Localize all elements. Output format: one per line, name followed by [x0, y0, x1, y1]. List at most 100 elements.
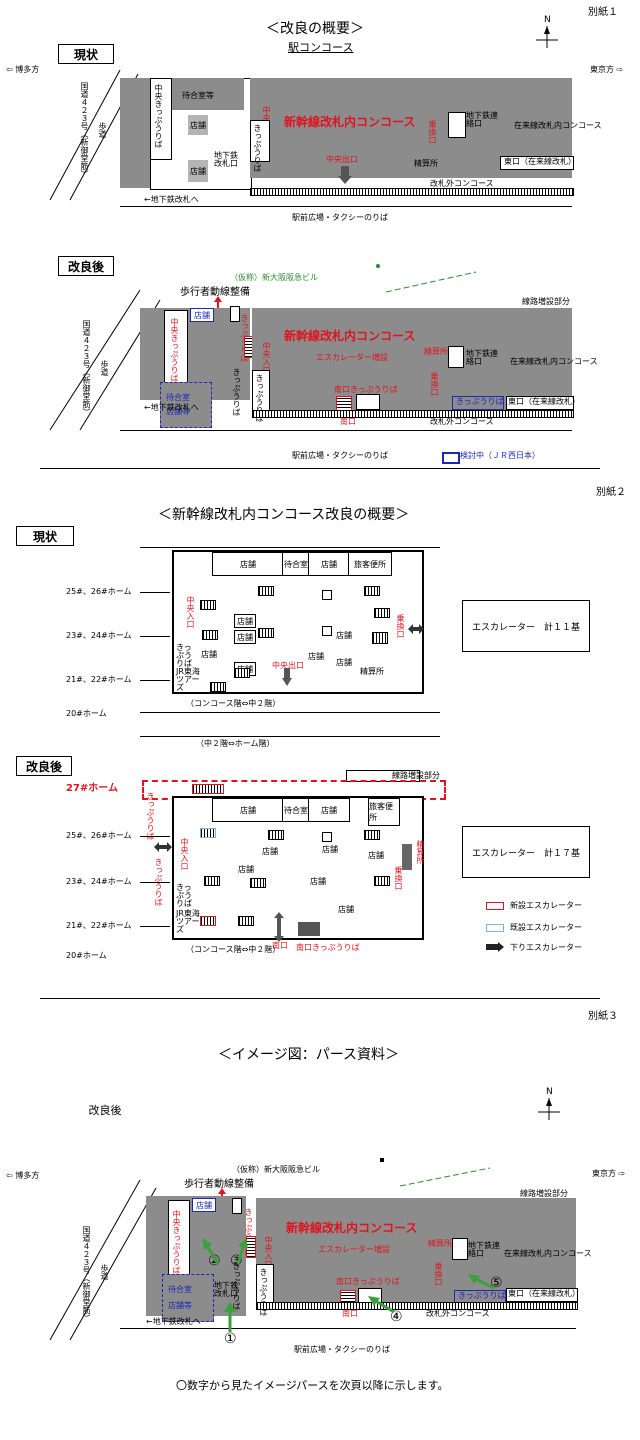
- legend-label: 検討中（ＪＲ西日本）: [460, 451, 540, 460]
- waiting-block-improved: [160, 382, 212, 428]
- north-label: N: [544, 15, 551, 25]
- s2i-platform-2: 23#、24#ホーム: [66, 877, 132, 886]
- s2-platform-1: 25#、26#ホーム: [66, 587, 132, 596]
- divider-2: [40, 998, 600, 999]
- s2-shop-3: 店舗: [234, 614, 256, 628]
- s2-esc-8: [374, 608, 390, 618]
- s2-top-line: [140, 547, 440, 548]
- s3-subway-gate: 地下鉄改札口: [214, 1281, 238, 1298]
- s2-shop-2: 店舗: [308, 552, 350, 576]
- s2i-esc-4: [204, 876, 220, 886]
- s2-central-exit: 中央出口: [272, 661, 304, 670]
- waiting-label: 待合室等: [182, 91, 214, 100]
- track-label: 線路増設部分: [522, 297, 570, 306]
- s3-east-gate: 東口（在来線改札）: [508, 1289, 580, 1298]
- station-west-block: [120, 78, 150, 188]
- s2-jr-tours: JR東海ツアーズ: [176, 667, 200, 692]
- s3-ticket-left: きっぷうりば: [244, 1208, 253, 1256]
- s2i-shop-7: 店舗: [368, 851, 384, 860]
- s3-south-ticket: 南口きっぷうりば: [336, 1277, 400, 1286]
- marker-dot: [376, 264, 380, 268]
- s2-improved-label-box: 改良後: [16, 756, 72, 776]
- ticket-mid-label: きっぷうりば: [255, 374, 264, 422]
- to-subway-label-2: ←地下鉄改札へ: [144, 403, 199, 412]
- conv-concourse-label-2: 在来線改札内コンコース: [510, 357, 598, 366]
- s2i-pl-line-1: [140, 836, 170, 837]
- sidewalk-label-2: 歩道: [100, 360, 109, 376]
- outer-concourse-label: 改札外コンコース: [430, 179, 494, 188]
- escalator-label: エスカレーター増設: [316, 353, 388, 362]
- s3-south: 南口: [342, 1309, 358, 1318]
- walkway-label: 歩行者動線整備: [180, 287, 250, 298]
- s3-central-entrance: 中央入口: [264, 1236, 273, 1268]
- east-gate-label-2: 東口（在来線改札）: [508, 397, 580, 406]
- view-4-arrow-icon: [368, 1296, 395, 1314]
- s2-pl-line-1: [140, 592, 170, 593]
- legend-new-label: 新設エスカレーター: [510, 901, 582, 910]
- s2-improved-label: 改良後: [25, 759, 62, 774]
- s3-subway-link: 地下鉄連絡口: [468, 1241, 500, 1258]
- s2-exit-arrow-icon: [282, 668, 292, 686]
- s2i-shop-3: 店舗: [322, 845, 338, 854]
- s2-shop-center: 店舗: [336, 631, 352, 640]
- sheet3-tag: 別紙３: [588, 1011, 618, 1022]
- s2i-left-arrow-icon: [154, 842, 172, 852]
- s3-transfer: 乗換口: [434, 1262, 443, 1286]
- sheet1-tag: 別紙１: [588, 7, 618, 18]
- s2i-south-block: [298, 922, 320, 936]
- sheet2-title: ＜新幹線改札内コンコース改良の概要＞: [158, 507, 410, 523]
- s2i-transfer: 乗換口: [394, 866, 403, 890]
- s2-transfer: 乗換口: [396, 614, 405, 638]
- central-ticket-label: 中央きっぷうりば: [154, 84, 163, 148]
- shops-label-2: 店舗等: [166, 407, 190, 416]
- ticket-office-label: きっぷうりば: [253, 124, 262, 172]
- s2i-ticket: きっぷうりば: [176, 883, 192, 908]
- s2i-box-x1: [322, 832, 332, 842]
- view-5-arrow-icon: [468, 1274, 495, 1290]
- s2-shop-5: 店舗: [306, 650, 326, 662]
- legend-existing-icon: [486, 924, 504, 932]
- sidewalk-label: 歩道: [98, 122, 107, 138]
- ticket-east-box: [452, 396, 504, 410]
- central-exit-arrow-icon: [338, 166, 352, 184]
- plaza-label-2: 駅前広場・タクシーのりば: [292, 451, 388, 460]
- s3-waiting: 待合室: [168, 1285, 192, 1294]
- ticket-office-box: [250, 120, 270, 162]
- ticket-east-label: きっぷうりば: [456, 397, 504, 406]
- central-entrance-2: 中央入口: [262, 342, 271, 374]
- view-2: ②: [208, 1253, 221, 1269]
- s3-concourse: 新幹線改札内コンコース: [286, 1221, 418, 1235]
- s2i-pl-line-2: [140, 882, 170, 883]
- s2i-platform-1: 25#、26#ホーム: [66, 831, 132, 840]
- s2-platform-2: 23#、24#ホーム: [66, 631, 132, 640]
- s2-ticket: きっぷうりば: [176, 643, 192, 668]
- s3-building-box: [232, 1198, 242, 1214]
- transfer-label: 乗換口: [428, 120, 437, 144]
- central-exit-label: 中央出口: [326, 155, 358, 164]
- s2-shop-1: 店舗: [212, 552, 284, 576]
- s2i-toilet: 旅客便所: [368, 798, 400, 826]
- building-label: （仮称）新大阪阪急ビル: [230, 273, 318, 282]
- s2-bottom-line: [140, 736, 440, 737]
- s3-central-ticket: 中央きっぷうりば: [172, 1210, 181, 1274]
- concourse-label: 新幹線改札内コンコース: [284, 115, 416, 129]
- s3-sidewalk: 歩道: [100, 1264, 109, 1280]
- s2-track-label: 線路増設部分: [392, 771, 440, 780]
- s3-shop: 店舗: [192, 1198, 216, 1212]
- s2-esc-9: [372, 632, 388, 644]
- s2i-escalator-box: エスカレーター 計１７基: [462, 826, 590, 878]
- s2-current-label: 現状: [32, 529, 57, 544]
- s2-pl-line-4: [140, 712, 440, 713]
- transfer-label-2: 乗換口: [430, 372, 439, 396]
- s2i-esc-6: [374, 876, 390, 886]
- current-label: 現状: [73, 47, 98, 62]
- s3-ticket-mid: きっぷうりば: [259, 1268, 268, 1316]
- s2i-esc-top: [192, 784, 224, 794]
- legend-down-icon: [486, 942, 504, 952]
- shop-block-2: [188, 160, 208, 182]
- road-label-2: 国道４２３号（新御堂筋）: [82, 320, 91, 416]
- s2-central-entrance: 中央入口: [186, 596, 195, 628]
- s2-platform-3: 21#、22#ホーム: [66, 675, 132, 684]
- s2i-platform-3: 21#、22#ホーム: [66, 921, 132, 930]
- s2i-central-entrance: 中央入口: [180, 838, 189, 870]
